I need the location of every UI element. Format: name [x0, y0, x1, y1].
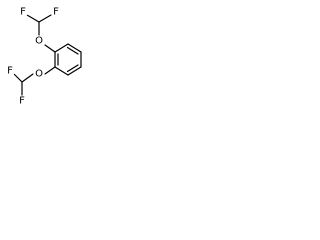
- ring-bond: [67, 66, 82, 76]
- fluorine-label-background: [50, 6, 62, 18]
- oxygen-carbon-bond: [21, 73, 34, 83]
- substituent-bonds: [13, 14, 56, 96]
- chemical-structure: O O F F F F: [4, 6, 82, 107]
- ring-bond: [54, 66, 69, 76]
- atom-labels: O O F F F F: [4, 6, 62, 107]
- carbon-fluorine-bond: [26, 14, 40, 23]
- oxygen-label-background: [33, 35, 45, 47]
- fluorine-label-background: [16, 95, 28, 107]
- aryl-oxygen-bond: [44, 44, 56, 53]
- fluorine-label-background: [4, 65, 16, 77]
- bottom-right-fluorine-label: F: [19, 96, 25, 107]
- ring-bond: [67, 43, 82, 53]
- benzene-ring: [54, 43, 82, 76]
- oxygen-label-background: [33, 68, 45, 80]
- carbon-fluorine-bond: [13, 73, 23, 83]
- top-left-fluorine-label: F: [20, 7, 26, 18]
- top-oxygen-label: O: [35, 36, 43, 47]
- ring-bond: [54, 43, 69, 53]
- ring-double-bond: [66, 46, 79, 55]
- top-right-fluorine-label: F: [53, 7, 59, 18]
- bottom-oxygen-label: O: [35, 69, 43, 80]
- bottom-left-fluorine-label: F: [7, 66, 13, 77]
- fluorine-label-background: [17, 6, 29, 18]
- aryl-oxygen-bond: [44, 66, 56, 75]
- ring-double-bond: [66, 64, 79, 73]
- carbon-fluorine-bond: [38, 14, 52, 23]
